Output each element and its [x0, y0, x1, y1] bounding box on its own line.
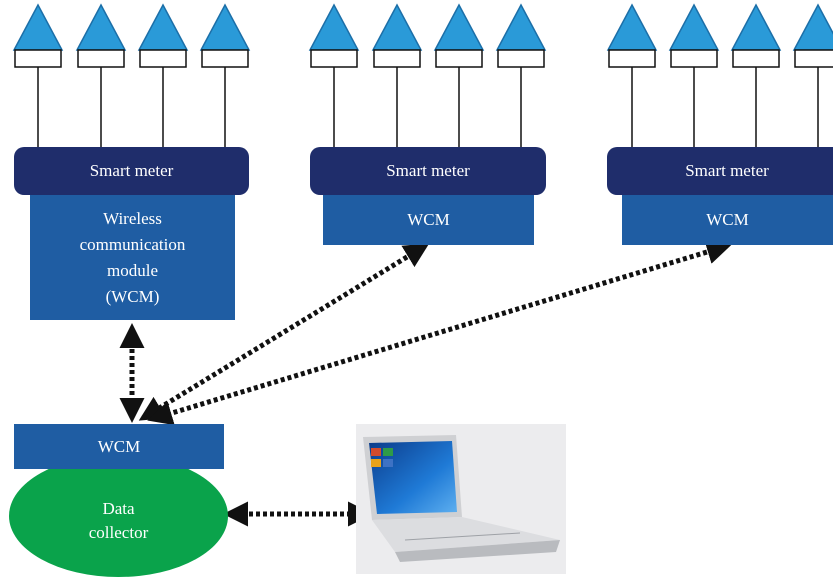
- antenna-icon: [730, 3, 782, 147]
- wcm-module-2: WCM: [323, 195, 534, 245]
- antenna-icon: [199, 3, 251, 147]
- antenna-icon: [308, 3, 360, 147]
- links: [119, 239, 732, 527]
- antenna-icon: [137, 3, 189, 147]
- smart-meter-2: Smart meter: [310, 147, 546, 195]
- antenna-icon: [792, 3, 833, 147]
- antenna-icon: [75, 3, 127, 147]
- collector-wcm: WCM: [14, 424, 224, 469]
- laptop-icon: [356, 424, 566, 574]
- wcm-module-1: Wireless communication module (WCM): [30, 195, 235, 320]
- antenna-icon: [12, 3, 64, 147]
- antenna-icon: [606, 3, 658, 147]
- link-wcm3-collector: [147, 239, 732, 426]
- antenna-icon: [371, 3, 423, 147]
- antenna-icon: [433, 3, 485, 147]
- antenna-group-2: [308, 3, 547, 147]
- smart-meter-3: Smart meter: [607, 147, 833, 195]
- antenna-group-3: [606, 3, 833, 147]
- wcm-module-3: WCM: [622, 195, 833, 245]
- antenna-icon: [495, 3, 547, 147]
- antenna-icon: [668, 3, 720, 147]
- antenna-group-1: [12, 3, 251, 147]
- smart-meter-1: Smart meter: [14, 147, 249, 195]
- data-collector: Data collector: [9, 455, 228, 577]
